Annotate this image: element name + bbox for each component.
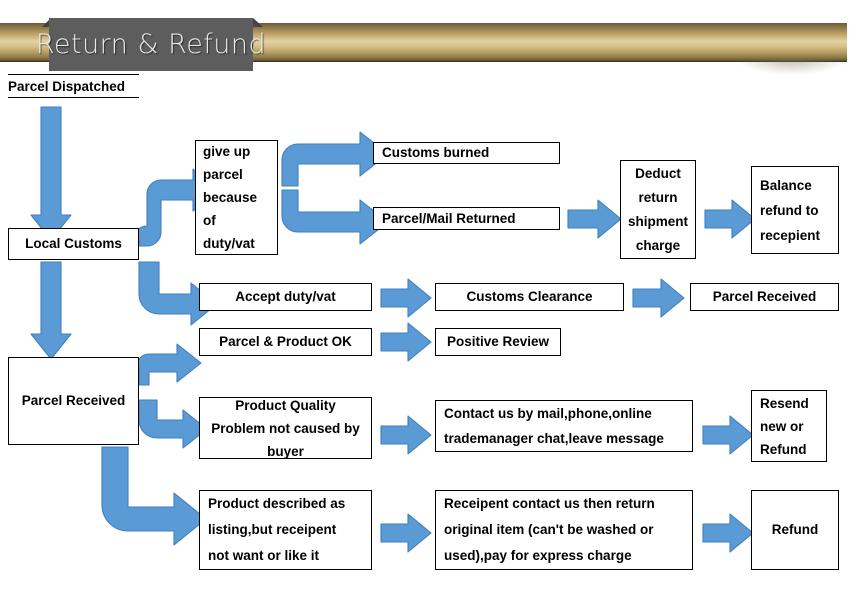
node-line: Receipent contact us then return bbox=[444, 496, 655, 511]
node-line: new or bbox=[760, 418, 804, 434]
node-positive-review[interactable]: Positive Review bbox=[435, 328, 561, 356]
node-customs-burned[interactable]: Customs burned bbox=[373, 142, 560, 164]
node-line: original item (can't be washed or bbox=[444, 522, 654, 537]
arrow-clearance-to-received bbox=[632, 278, 685, 318]
node-line: Contact us by mail,phone,online bbox=[444, 406, 652, 421]
node-local-customs[interactable]: Local Customs bbox=[8, 228, 139, 260]
node-receipent-return-original-item[interactable]: Receipent contact us then return origina… bbox=[435, 490, 693, 570]
node-line: parcel bbox=[203, 167, 243, 182]
node-line: duty/vat bbox=[203, 236, 255, 251]
node-line: give up bbox=[203, 144, 251, 159]
node-line: Resend bbox=[760, 395, 809, 411]
node-parcel-and-product-ok[interactable]: Parcel & Product OK bbox=[199, 328, 372, 356]
node-line: Product Quality bbox=[235, 397, 336, 413]
node-line: refund to bbox=[760, 202, 819, 218]
arrow-notwanted-to-return bbox=[380, 513, 432, 553]
node-give-up-parcel[interactable]: give up parcel because of duty/vat bbox=[195, 140, 278, 255]
node-parcel-dispatched[interactable]: Parcel Dispatched bbox=[8, 74, 139, 98]
arrow-return-to-refund bbox=[702, 513, 754, 553]
node-line: Product described as bbox=[208, 496, 346, 511]
node-line: return bbox=[638, 189, 678, 205]
node-line: Refund bbox=[760, 441, 807, 457]
node-accept-duty-vat[interactable]: Accept duty/vat bbox=[199, 283, 372, 311]
node-line: charge bbox=[635, 237, 681, 253]
node-deduct-return-shipment-charge[interactable]: Deduct return shipment charge bbox=[620, 160, 696, 259]
node-line: buyer bbox=[267, 443, 304, 459]
node-balance-refund-to-recepient[interactable]: Balance refund to recepient bbox=[751, 166, 839, 254]
node-parcel-received-cleared[interactable]: Parcel Received bbox=[690, 283, 839, 311]
arrow-accept-to-clearance bbox=[380, 278, 432, 318]
arrow-received-to-quality bbox=[138, 399, 208, 449]
arrow-customs-to-received bbox=[30, 261, 72, 360]
banner-ribbon bbox=[49, 18, 253, 71]
ribbon-fold-left-icon bbox=[42, 18, 51, 27]
arrow-ok-to-review bbox=[380, 322, 432, 362]
node-refund[interactable]: Refund bbox=[751, 490, 839, 570]
arrow-contact-to-resend bbox=[702, 415, 754, 455]
node-line: because bbox=[203, 190, 258, 205]
node-parcel-mail-returned[interactable]: Parcel/Mail Returned bbox=[373, 207, 560, 230]
node-contact-us-channels[interactable]: Contact us by mail,phone,online trademan… bbox=[435, 400, 693, 452]
arrow-returned-to-deduct bbox=[567, 199, 622, 239]
banner-shadow bbox=[735, 59, 849, 75]
arrow-quality-to-contact bbox=[380, 415, 432, 455]
page-title: Return & Refund bbox=[35, 29, 267, 60]
node-product-described-as-listing[interactable]: Product described as listing,but receipe… bbox=[199, 490, 372, 570]
node-line: not want or like it bbox=[208, 548, 320, 563]
node-resend-new-or-refund[interactable]: Resend new or Refund bbox=[751, 390, 827, 462]
node-line: of bbox=[203, 213, 216, 228]
node-customs-clearance[interactable]: Customs Clearance bbox=[435, 283, 624, 311]
node-parcel-received[interactable]: Parcel Received bbox=[8, 357, 139, 445]
node-line: Balance bbox=[760, 177, 812, 193]
node-line: used),pay for express charge bbox=[444, 548, 632, 563]
node-line: Problem not caused by bbox=[211, 420, 360, 436]
node-line: listing,but receipent bbox=[208, 522, 337, 537]
page-banner: Return & Refund bbox=[0, 9, 849, 75]
arrow-deduct-to-balance bbox=[704, 199, 756, 239]
arrow-received-to-notwanted bbox=[101, 446, 207, 546]
node-product-quality-problem[interactable]: Product Quality Problem not caused by bu… bbox=[199, 397, 372, 459]
arrow-received-to-ok bbox=[136, 343, 202, 386]
arrow-dispatched-to-customs bbox=[30, 106, 72, 241]
node-line: shipment bbox=[627, 213, 688, 229]
node-line: recepient bbox=[760, 227, 821, 243]
node-line: Deduct bbox=[635, 165, 681, 181]
ribbon-fold-right-icon bbox=[253, 18, 263, 27]
node-line: trademanager chat,leave message bbox=[444, 431, 664, 446]
